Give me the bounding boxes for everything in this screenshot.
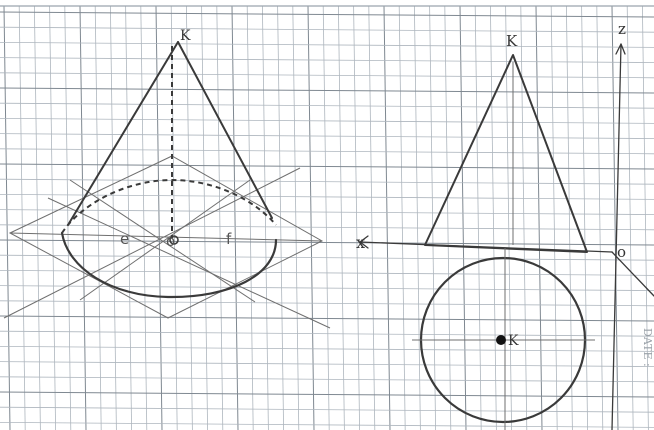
margin-date-stamp: DATE : [641, 328, 654, 367]
grid-horizontal-line [0, 330, 654, 337]
grid-horizontal-line [0, 361, 654, 367]
grid-horizontal-line [0, 178, 654, 185]
grid-vertical-line [3, 5, 11, 430]
base-center-point [169, 235, 179, 245]
grid-vertical-line [307, 5, 315, 430]
grid-horizontal-line [0, 118, 654, 124]
z-axis-label: z [618, 20, 626, 38]
apex-label-left: K [180, 28, 191, 44]
diagonal-construction-line-3 [69, 179, 256, 303]
grid-vertical-line [353, 5, 360, 430]
grid-vertical-line [322, 5, 330, 430]
grid-vertical-line [79, 5, 87, 430]
grid-vertical-line [201, 5, 208, 430]
top-view-center-dot [496, 335, 506, 345]
grid-vertical-line [429, 5, 436, 430]
apex-label-right: K [506, 32, 518, 50]
grid-vertical-line [566, 5, 573, 430]
x-axis-label: x [356, 233, 365, 252]
right-projection-figure: K z x o K [356, 20, 654, 430]
base-ellipse-hidden-part [61, 178, 277, 234]
grid-horizontal-line [0, 194, 654, 200]
point-f-label: f [226, 230, 232, 248]
grid-vertical-line [642, 5, 649, 430]
grid-vertical-line [110, 5, 117, 430]
grid-vertical-line [125, 5, 132, 430]
grid-horizontal-line [0, 209, 654, 215]
grid-vertical-line [49, 5, 56, 430]
grid-vertical-line [414, 5, 421, 430]
cone-right-generator [177, 41, 273, 219]
x-axis-arrow [359, 235, 369, 249]
grid-horizontal-line [0, 315, 654, 322]
grid-horizontal-line [0, 42, 654, 48]
grid-horizontal-line [0, 102, 654, 109]
grid-vertical-line [581, 5, 588, 430]
grid-horizontal-line [0, 72, 654, 79]
grid-horizontal-line [0, 57, 654, 63]
front-view-triangle [424, 54, 588, 253]
grid-horizontal-line [0, 87, 654, 94]
grid-horizontal-line [0, 270, 654, 276]
top-view-center-label: K [508, 333, 519, 349]
grid-horizontal-line [0, 11, 654, 18]
base-rhombus [8, 155, 324, 319]
cone-left-generator [67, 41, 179, 226]
grid-vertical-line [231, 5, 239, 430]
grid-vertical-line [18, 5, 26, 430]
grid-vertical-line [596, 5, 604, 430]
point-e-label: e [120, 230, 129, 248]
grid-vertical-line [398, 5, 406, 430]
grid-vertical-line [94, 5, 102, 430]
grid-horizontal-line [0, 376, 654, 383]
grid-horizontal-line [0, 148, 654, 155]
y-axis-line [611, 251, 654, 297]
grid-vertical-line [140, 5, 148, 430]
grid-vertical-line [262, 5, 269, 430]
grid-vertical-line [626, 5, 634, 430]
grid-vertical-line [368, 5, 376, 430]
grid-horizontal-line [0, 300, 654, 307]
grid-vertical-line [292, 5, 300, 430]
grid-vertical-line [246, 5, 254, 430]
diagonal-construction-line-4 [79, 179, 251, 301]
grid-horizontal-line [0, 26, 654, 33]
grid-vertical-line [383, 5, 391, 430]
grid-horizontal-line [0, 239, 654, 246]
grid-horizontal-line [0, 391, 654, 398]
grid-vertical-line [444, 5, 452, 430]
base-ellipse-visible-part [60, 231, 278, 299]
grid-vertical-line [34, 5, 41, 430]
left-cone-figure: K e o f [3, 28, 331, 329]
grid-vertical-line [611, 5, 619, 430]
grid-horizontal-line [0, 346, 654, 352]
z-axis-line [611, 43, 622, 430]
origin-label: o [617, 243, 626, 261]
grid-vertical-line [338, 5, 345, 430]
diagonal-construction-line-1 [47, 197, 331, 329]
point-o-label: o [166, 232, 175, 250]
z-axis-arrow [615, 43, 626, 55]
grid-horizontal-line [0, 422, 654, 428]
diagonal-construction-line-2 [3, 167, 301, 319]
grid-horizontal-line [0, 163, 654, 170]
grid-vertical-line [64, 5, 72, 430]
grid-horizontal-line [0, 254, 654, 261]
grid-vertical-line [216, 5, 224, 430]
grid-vertical-line [186, 5, 193, 430]
